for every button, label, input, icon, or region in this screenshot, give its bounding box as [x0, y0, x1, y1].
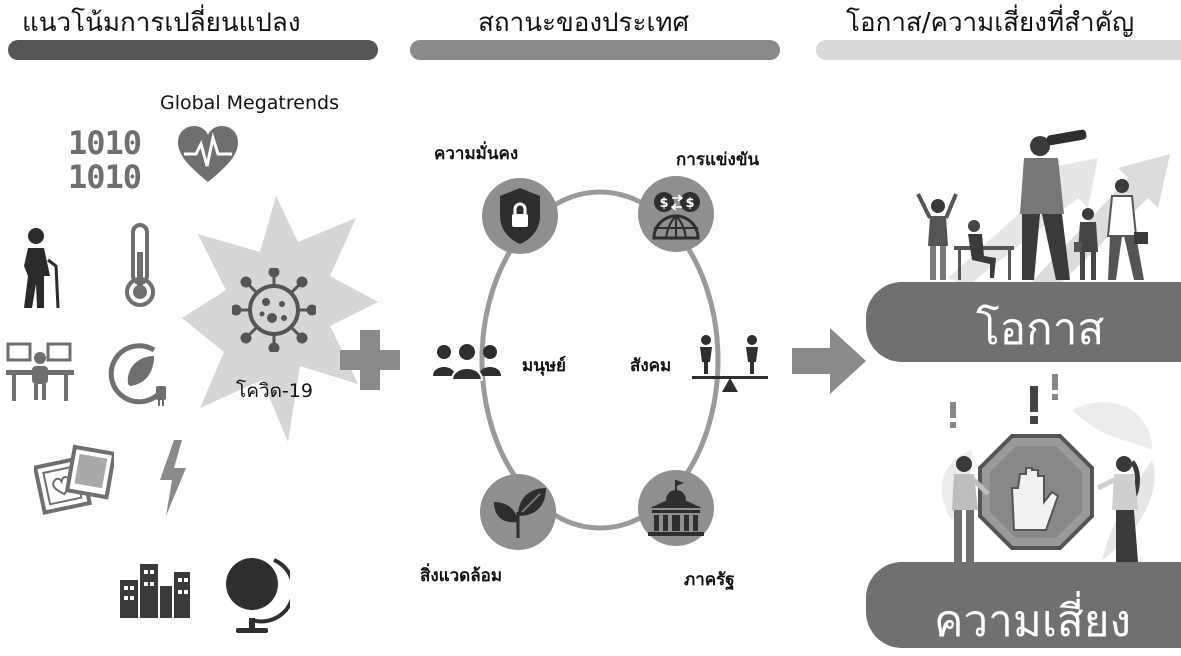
binary-row-bottom: 1010	[68, 158, 142, 196]
risk-illustration	[941, 374, 1155, 562]
security-node	[482, 178, 558, 254]
city-buildings-icon	[120, 564, 190, 618]
risk-banner: ความเสี่ยง	[866, 562, 1181, 648]
government-building-icon	[648, 480, 704, 536]
header-bar-trends	[8, 40, 378, 60]
svg-text:$: $	[685, 196, 694, 211]
balance-scale-people-icon	[692, 335, 768, 392]
plus-icon	[340, 330, 400, 390]
header-country-status: สถานะของประเทศ	[478, 8, 689, 38]
opportunity-text: โอกาส	[976, 304, 1105, 355]
plant-leaves-icon	[494, 488, 546, 538]
header-bar-country-status	[410, 40, 780, 60]
photos-icon	[34, 444, 114, 515]
government-node	[638, 470, 714, 546]
virus-icon	[232, 268, 316, 352]
status-cycle-ring	[479, 189, 721, 531]
risk-text: ความเสี่ยง	[934, 596, 1132, 647]
opportunity-illustration	[916, 129, 1170, 286]
competition-node: $ $	[638, 176, 714, 252]
heart-rate-icon	[178, 126, 238, 182]
shield-lock-icon	[500, 188, 540, 244]
government-label: ภาครัฐ	[684, 570, 735, 590]
megatrends-label: Global Megatrends	[160, 92, 339, 114]
elderly-person-icon	[24, 228, 60, 309]
environment-label: สิ่งแวดล้อม	[420, 566, 503, 586]
environment-node	[480, 474, 556, 550]
competition-label: การแข่งขัน	[676, 150, 760, 170]
lightning-icon	[160, 440, 186, 516]
binary-data-icon: 1010 1010	[68, 124, 142, 196]
header-trends: แนวโน้มการเปลี่ยนแปลง	[22, 8, 301, 38]
currency-exchange-globe-icon: $ $	[652, 192, 700, 240]
header-opportunity-risk: โอกาส/ความเสี่ยงที่สำคัญ	[846, 8, 1135, 38]
binary-row-top: 1010	[68, 124, 142, 162]
society-label: สังคม	[630, 356, 672, 376]
people-label: มนุษย์	[522, 356, 566, 376]
header-bar-opportunity-risk	[816, 40, 1181, 60]
people-group-icon	[433, 342, 501, 381]
security-label: ความมั่นคง	[434, 144, 519, 164]
globe-icon	[226, 558, 290, 633]
opportunity-banner: โอกาส	[866, 282, 1181, 362]
covid-label: โควิด-19	[236, 380, 313, 402]
workstations-icon	[6, 342, 74, 401]
right-arrow-icon	[792, 328, 866, 394]
svg-text:$: $	[659, 196, 668, 211]
thermometer-icon	[125, 223, 155, 307]
green-energy-icon	[108, 343, 166, 406]
